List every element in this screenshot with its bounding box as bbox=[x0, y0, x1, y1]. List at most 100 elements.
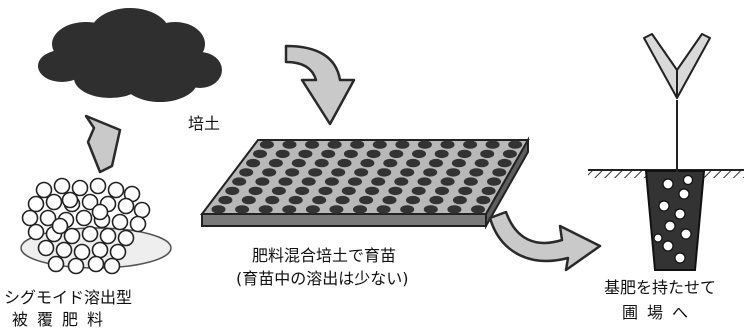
fertilizer-pellet bbox=[133, 201, 151, 219]
tray-cell bbox=[258, 205, 273, 214]
tray-cell bbox=[211, 205, 226, 214]
fertilizer-pellet bbox=[39, 209, 57, 227]
fertilizer-pellet bbox=[27, 223, 45, 241]
fertilizer-pellet bbox=[35, 181, 53, 199]
tray-cell bbox=[314, 158, 329, 168]
tray-cell bbox=[225, 186, 240, 196]
tray-cell bbox=[406, 158, 421, 168]
tray-cell bbox=[348, 177, 362, 186]
tray-cell bbox=[232, 177, 247, 186]
fertilizer-pellet bbox=[81, 225, 99, 243]
arrow-soil-to-tray bbox=[284, 44, 356, 126]
seedling-tray bbox=[199, 136, 530, 230]
tray-cell bbox=[331, 168, 346, 177]
seedling-leaf-left bbox=[643, 33, 678, 99]
tray-cell bbox=[291, 158, 306, 168]
tray-cell bbox=[497, 158, 512, 168]
fertilizer-label-line1: シグモイド溶出型 bbox=[4, 288, 132, 307]
seedling-leaf-right bbox=[676, 33, 711, 99]
tray-cell bbox=[400, 168, 415, 177]
tray-cell bbox=[285, 168, 300, 177]
tray-cell bbox=[321, 149, 336, 159]
tray-cell bbox=[335, 195, 350, 205]
tray-cell bbox=[350, 140, 365, 149]
tray-cell bbox=[423, 205, 438, 214]
tray-cell bbox=[372, 140, 387, 149]
tray-cell bbox=[255, 177, 270, 186]
tray-cell bbox=[480, 149, 495, 159]
tray-cell bbox=[476, 195, 491, 205]
tray-cell bbox=[377, 168, 392, 177]
tray-cell bbox=[235, 205, 250, 214]
tray-label-line1: 肥料混合培土で育苗 bbox=[252, 246, 396, 265]
tray-cell bbox=[365, 186, 380, 196]
tray-cell bbox=[400, 205, 415, 214]
tray-cell bbox=[395, 140, 410, 149]
tray-cells bbox=[211, 140, 523, 214]
tray-cell bbox=[406, 195, 420, 205]
fertilizer-pellet bbox=[55, 241, 73, 259]
tray-label-line2: (育苗中の溶出は少ない) bbox=[236, 269, 409, 288]
tray-cell bbox=[481, 186, 496, 196]
tray-cell bbox=[458, 186, 473, 196]
fertilizer-pellet bbox=[87, 255, 105, 273]
tray-cell bbox=[354, 168, 369, 177]
fertilizer-pellet bbox=[103, 257, 121, 275]
tray-cell bbox=[389, 149, 404, 159]
tray-cell bbox=[327, 140, 342, 149]
coated-fertilizer bbox=[20, 177, 172, 275]
tray-cell bbox=[353, 205, 367, 214]
tray-cell bbox=[502, 149, 517, 159]
tray-cell bbox=[452, 195, 467, 205]
fertilizer-pellet bbox=[91, 241, 109, 259]
tray-cell bbox=[343, 149, 358, 159]
tray-cell bbox=[218, 195, 233, 205]
fertilizer-pellet bbox=[73, 243, 91, 261]
fertilizer-pellet bbox=[109, 243, 127, 261]
tray-cell bbox=[271, 186, 286, 196]
tray-cell bbox=[329, 205, 344, 214]
fertilizer-pellet bbox=[71, 179, 89, 197]
tray-cell bbox=[383, 158, 398, 168]
tray-cell bbox=[423, 168, 438, 177]
arrow-fertilizer-to-soil bbox=[84, 114, 122, 174]
tray-cell bbox=[435, 186, 449, 196]
fertilizer-pellet bbox=[117, 229, 135, 247]
fertilizer-pellet bbox=[51, 217, 69, 235]
fertilizer-pellet bbox=[129, 215, 147, 233]
tray-cell bbox=[248, 186, 263, 196]
tray-cell bbox=[253, 149, 267, 159]
tray-cell bbox=[278, 177, 293, 186]
tray-cell bbox=[318, 186, 333, 196]
tray-cell bbox=[492, 168, 507, 177]
tray-cell bbox=[288, 195, 303, 205]
tray-cell bbox=[440, 140, 455, 149]
fertilizer-pellet bbox=[61, 191, 79, 209]
tray-front bbox=[201, 213, 487, 227]
tray-cell bbox=[485, 140, 500, 149]
tray-cell bbox=[451, 158, 466, 168]
tray-cell bbox=[312, 195, 327, 205]
tray-cell bbox=[282, 205, 297, 214]
tray-cell bbox=[337, 158, 352, 168]
fertilizer-pellet bbox=[45, 193, 63, 211]
tray-cell bbox=[324, 177, 339, 186]
tray-cell bbox=[308, 168, 323, 177]
tray-cell bbox=[412, 149, 426, 159]
tray-cell bbox=[246, 158, 261, 168]
tray-cell bbox=[268, 158, 283, 168]
tray-cell bbox=[301, 177, 316, 186]
tray-cell bbox=[241, 195, 256, 205]
field-label-line2: 圃場へ bbox=[622, 303, 697, 322]
tray-cell bbox=[298, 149, 313, 159]
tray-cell bbox=[463, 140, 478, 149]
fertilizer-label-line2: 被覆肥料 bbox=[12, 310, 112, 329]
tray-cell bbox=[434, 149, 449, 159]
tray-cell bbox=[359, 195, 374, 205]
tray-cell bbox=[463, 177, 478, 186]
fertilizer-pellet bbox=[37, 239, 55, 257]
tray-side bbox=[485, 136, 529, 230]
tray-cell bbox=[282, 140, 297, 149]
tray-cell bbox=[394, 177, 409, 186]
